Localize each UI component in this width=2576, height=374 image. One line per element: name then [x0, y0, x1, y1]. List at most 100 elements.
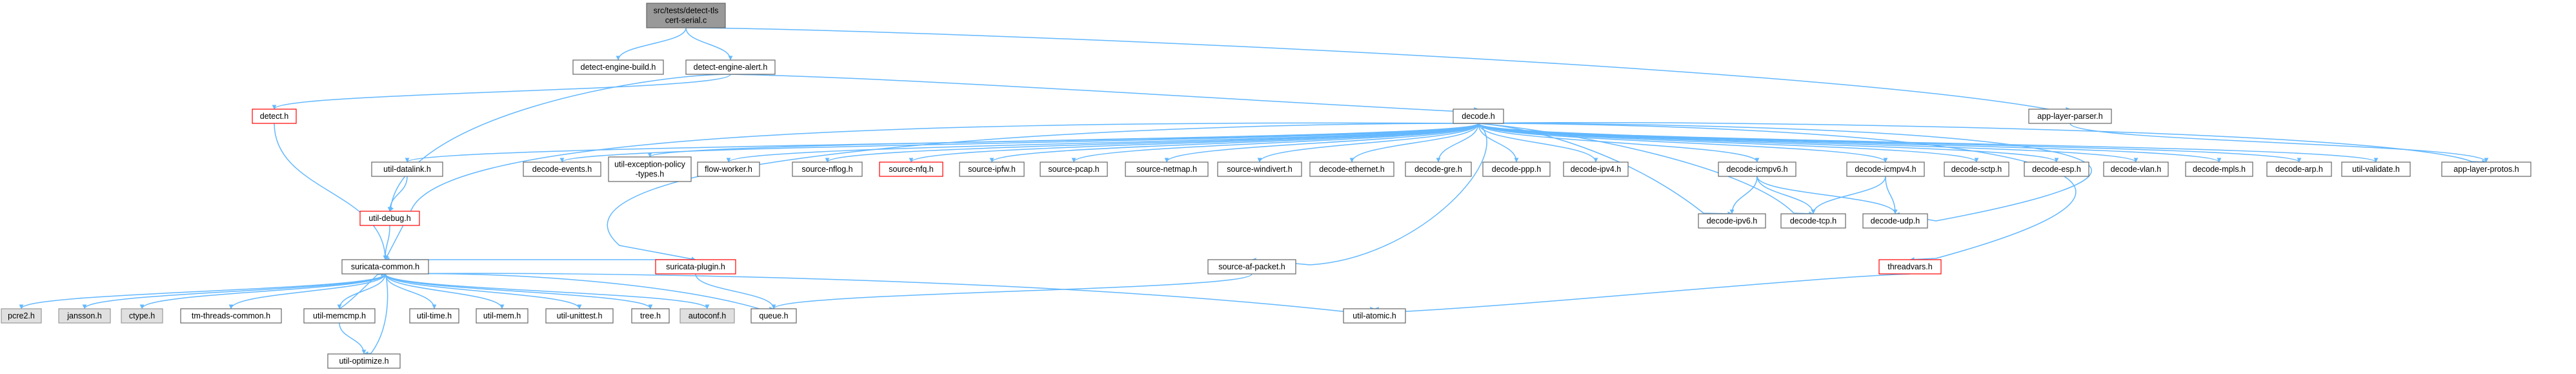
node-box-util-memcmp[interactable] [303, 308, 376, 324]
node-source-af-packet[interactable]: source-af-packet.h [1207, 259, 1296, 275]
node-box-source-windivert[interactable] [1217, 161, 1302, 177]
node-box-source-nfq[interactable] [879, 161, 943, 177]
node-source-ipfw[interactable]: source-ipfw.h [959, 161, 1025, 177]
node-ctype[interactable]: ctype.h [121, 308, 163, 324]
node-box-decode-ethernet[interactable] [1309, 161, 1394, 177]
node-box-root[interactable] [646, 3, 726, 28]
node-box-source-af-packet[interactable] [1207, 259, 1296, 275]
node-box-threadvars[interactable] [1878, 259, 1942, 275]
node-decode-icmpv6[interactable]: decode-icmpv6.h [1718, 161, 1796, 177]
node-decode-sctp[interactable]: decode-sctp.h [1944, 161, 2009, 177]
node-box-app-layer-protos[interactable] [2441, 161, 2531, 177]
node-util-debug[interactable]: util-debug.h [359, 211, 420, 226]
node-box-decode-tcp[interactable] [1780, 213, 1846, 229]
node-box-flow-worker[interactable] [697, 161, 760, 177]
node-detect-engine-build[interactable]: detect-engine-build.h [572, 59, 664, 75]
node-box-source-pcap[interactable] [1040, 161, 1108, 177]
node-decode-vlan[interactable]: decode-vlan.h [2103, 161, 2169, 177]
node-box-tree[interactable] [631, 308, 670, 324]
node-util-unittest[interactable]: util-unittest.h [545, 308, 614, 324]
node-box-decode-events[interactable] [523, 161, 601, 177]
node-box-util-unittest[interactable] [545, 308, 614, 324]
node-box-source-nflog[interactable] [792, 161, 863, 177]
node-suricata-common[interactable]: suricata-common.h [341, 259, 429, 275]
node-util-datalink[interactable]: util-datalink.h [371, 161, 443, 177]
node-box-suricata-plugin[interactable] [655, 259, 736, 275]
node-box-decode-ppp[interactable] [1482, 161, 1551, 177]
node-source-netmap[interactable]: source-netmap.h [1125, 161, 1209, 177]
node-box-util-validate[interactable] [2341, 161, 2411, 177]
node-source-pcap[interactable]: source-pcap.h [1040, 161, 1108, 177]
node-box-suricata-common[interactable] [341, 259, 429, 275]
node-box-decode-esp[interactable] [2024, 161, 2089, 177]
node-box-detect-engine-build[interactable] [572, 59, 664, 75]
node-box-decode-gre[interactable] [1405, 161, 1472, 177]
node-box-decode-sctp[interactable] [1944, 161, 2009, 177]
node-threadvars[interactable]: threadvars.h [1878, 259, 1942, 275]
node-box-decode-icmpv6[interactable] [1718, 161, 1796, 177]
node-box-app-layer-parser[interactable] [2028, 109, 2112, 124]
node-pcre2[interactable]: pcre2.h [1, 308, 42, 324]
node-util-validate[interactable]: util-validate.h [2341, 161, 2411, 177]
node-decode-events[interactable]: decode-events.h [523, 161, 601, 177]
node-util-memcmp[interactable]: util-memcmp.h [303, 308, 376, 324]
node-box-util-debug[interactable] [359, 211, 420, 226]
node-box-source-netmap[interactable] [1125, 161, 1209, 177]
node-decode-icmpv4[interactable]: decode-icmpv4.h [1846, 161, 1925, 177]
node-box-tm-threads-common[interactable] [180, 308, 282, 324]
node-decode-esp[interactable]: decode-esp.h [2024, 161, 2089, 177]
node-box-util-optimize[interactable] [327, 353, 401, 369]
node-tm-threads-common[interactable]: tm-threads-common.h [180, 308, 282, 324]
node-decode-arp[interactable]: decode-arp.h [2266, 161, 2332, 177]
node-decode[interactable]: decode.h [1453, 109, 1504, 124]
node-flow-worker[interactable]: flow-worker.h [697, 161, 760, 177]
node-box-util-atomic[interactable] [1343, 308, 1406, 324]
node-detect-engine-alert[interactable]: detect-engine-alert.h [685, 59, 776, 75]
node-box-jansson[interactable] [58, 308, 111, 324]
node-source-windivert[interactable]: source-windivert.h [1217, 161, 1302, 177]
node-util-optimize[interactable]: util-optimize.h [327, 353, 401, 369]
node-decode-gre[interactable]: decode-gre.h [1405, 161, 1472, 177]
node-decode-tcp[interactable]: decode-tcp.h [1780, 213, 1846, 229]
node-util-time[interactable]: util-time.h [409, 308, 459, 324]
node-box-source-ipfw[interactable] [959, 161, 1025, 177]
node-box-detect[interactable] [252, 109, 297, 124]
node-box-decode-icmpv4[interactable] [1846, 161, 1925, 177]
node-app-layer-parser[interactable]: app-layer-parser.h [2028, 109, 2112, 124]
node-decode-ipv6[interactable]: decode-ipv6.h [1698, 213, 1766, 229]
node-box-util-exception-policy-types[interactable] [608, 156, 692, 182]
node-decode-ppp[interactable]: decode-ppp.h [1482, 161, 1551, 177]
node-suricata-plugin[interactable]: suricata-plugin.h [655, 259, 736, 275]
node-box-decode[interactable] [1453, 109, 1504, 124]
node-decode-mpls[interactable]: decode-mpls.h [2185, 161, 2253, 177]
node-app-layer-protos[interactable]: app-layer-protos.h [2441, 161, 2531, 177]
node-box-util-time[interactable] [409, 308, 459, 324]
node-box-autoconf[interactable] [679, 308, 735, 324]
node-box-decode-vlan[interactable] [2103, 161, 2169, 177]
node-box-queue[interactable] [750, 308, 797, 324]
node-source-nflog[interactable]: source-nflog.h [792, 161, 863, 177]
node-decode-ipv4[interactable]: decode-ipv4.h [1563, 161, 1629, 177]
node-box-detect-engine-alert[interactable] [685, 59, 776, 75]
node-jansson[interactable]: jansson.h [58, 308, 111, 324]
node-tree[interactable]: tree.h [631, 308, 670, 324]
node-util-atomic[interactable]: util-atomic.h [1343, 308, 1406, 324]
node-box-pcre2[interactable] [1, 308, 42, 324]
node-autoconf[interactable]: autoconf.h [679, 308, 735, 324]
node-box-util-datalink[interactable] [371, 161, 443, 177]
node-queue[interactable]: queue.h [750, 308, 797, 324]
node-decode-ethernet[interactable]: decode-ethernet.h [1309, 161, 1394, 177]
node-box-decode-udp[interactable] [1862, 213, 1928, 229]
node-box-util-mem[interactable] [476, 308, 528, 324]
node-util-mem[interactable]: util-mem.h [476, 308, 528, 324]
node-box-decode-arp[interactable] [2266, 161, 2332, 177]
node-box-decode-mpls[interactable] [2185, 161, 2253, 177]
node-decode-udp[interactable]: decode-udp.h [1862, 213, 1928, 229]
node-source-nfq[interactable]: source-nfq.h [879, 161, 943, 177]
node-box-decode-ipv6[interactable] [1698, 213, 1766, 229]
node-box-ctype[interactable] [121, 308, 163, 324]
node-box-decode-ipv4[interactable] [1563, 161, 1629, 177]
node-util-exception-policy-types[interactable]: util-exception-policy-types.h [608, 156, 692, 182]
node-detect[interactable]: detect.h [252, 109, 297, 124]
